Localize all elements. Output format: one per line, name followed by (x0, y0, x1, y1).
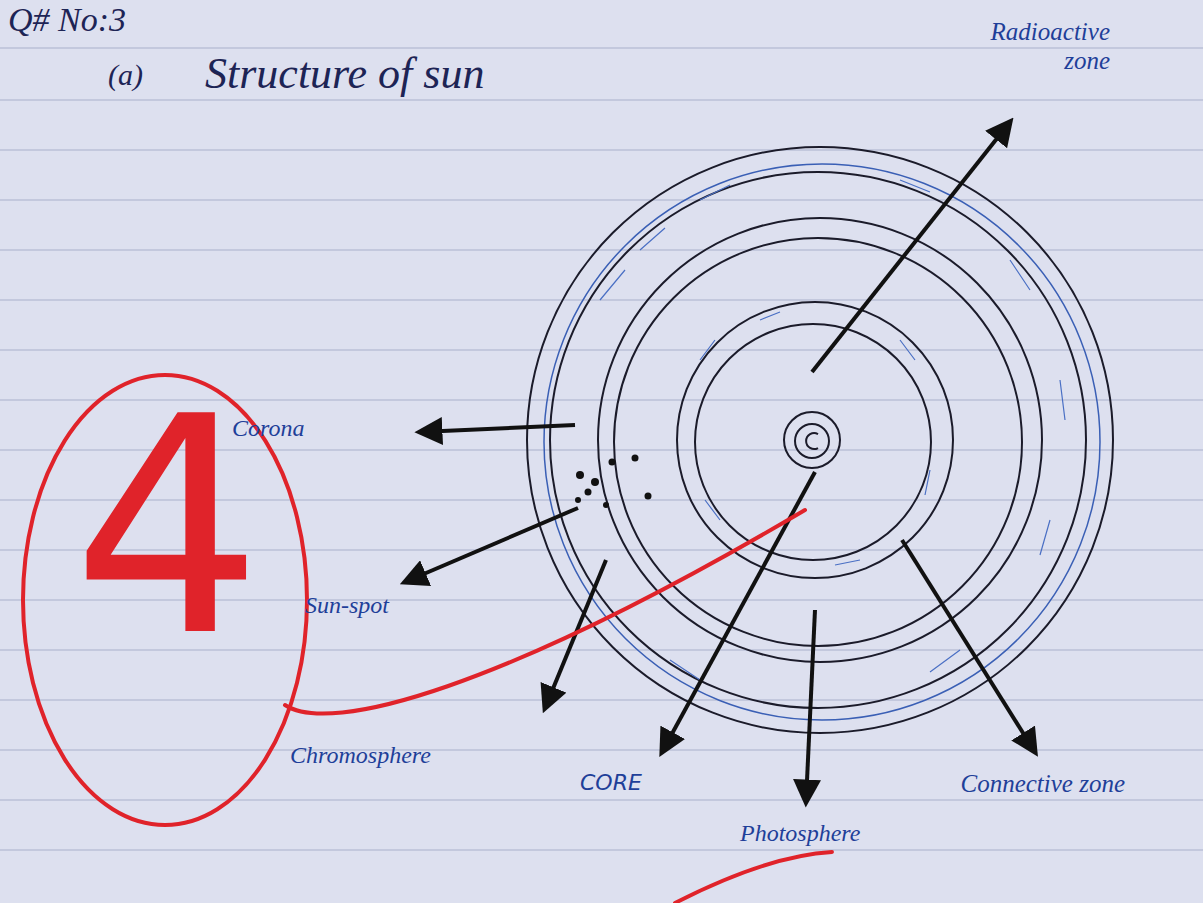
score-mark-holder: 4 (72, 378, 272, 678)
title-holder: Structure of sun (205, 48, 605, 99)
part-name: Radioactive zone (960, 18, 1110, 76)
part-label-holder: (a) (108, 58, 188, 93)
score-mark: 4 (72, 378, 263, 678)
sun-spot-dots (575, 455, 652, 509)
part-name-holder: Connective zone (955, 770, 1125, 799)
part-name-holder: CORE (580, 770, 700, 795)
question-number: Q# No:3 (8, 0, 126, 39)
part-label: (a) (108, 58, 143, 93)
part-name: Connective zone (960, 770, 1125, 799)
part-name-holder: Chromosphere (290, 742, 510, 770)
question-number-holder: Q# No:3 (8, 0, 208, 39)
part-name: CORE (580, 770, 642, 795)
part-name-holder: Photosphere (740, 820, 960, 848)
teacher-marks (23, 375, 832, 903)
part-name: Photosphere (740, 820, 860, 848)
leader-arrows (405, 122, 1035, 802)
shading-strokes (600, 180, 1065, 680)
part-name-holder: Sun-spot (305, 592, 445, 620)
part-name: Chromosphere (290, 742, 431, 770)
part-name: Sun-spot (305, 592, 389, 620)
ruled-lines (0, 48, 1203, 850)
part-name-holder: Radioactive zone (960, 18, 1110, 76)
diagram-title: Structure of sun (205, 48, 484, 99)
sun-rings (527, 147, 1113, 733)
